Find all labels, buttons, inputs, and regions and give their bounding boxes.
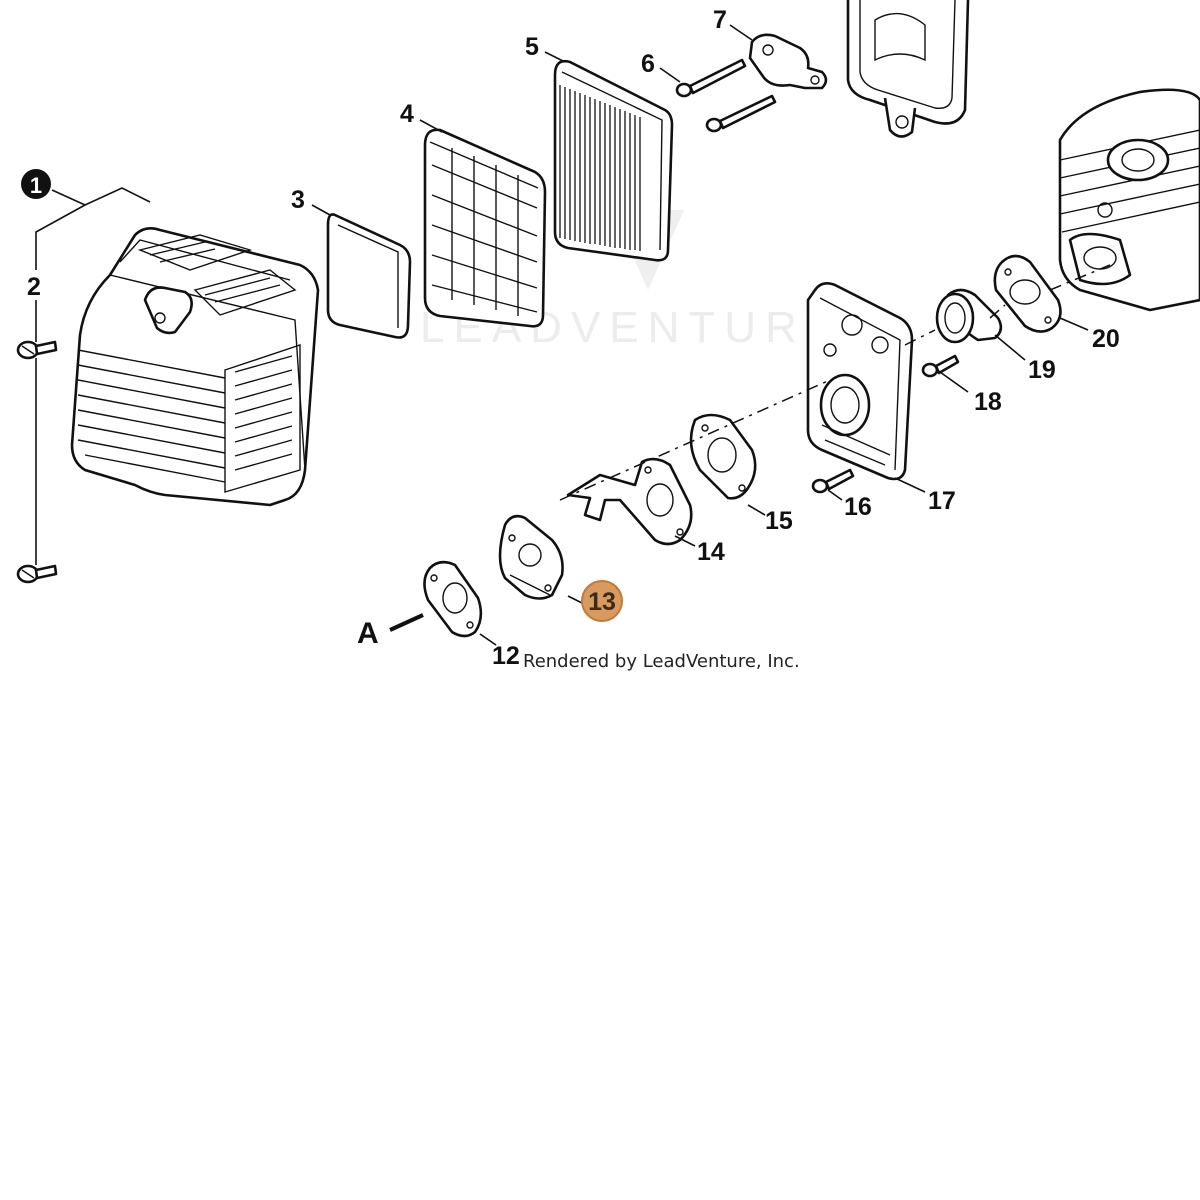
part-3-prefilter-pad[interactable] [326, 213, 412, 339]
callout-18[interactable]: 18 [974, 388, 1002, 416]
reference-letter-a: A [357, 617, 379, 650]
part-5-filter-element[interactable] [553, 60, 674, 262]
callout-7[interactable]: 7 [713, 6, 727, 34]
callout-17[interactable]: 17 [928, 487, 956, 515]
part-2-screw-bottom[interactable] [16, 564, 58, 584]
part-17-filter-base[interactable] [806, 282, 914, 481]
part-2-screw-top[interactable] [16, 340, 58, 360]
render-credit: Rendered by LeadVenture, Inc. [523, 651, 800, 672]
part-4-filter-frame[interactable] [423, 128, 547, 328]
part-6-screw-lower[interactable] [705, 94, 777, 133]
callout-1-label: 1 [30, 173, 42, 198]
part-13-spacer[interactable] [498, 514, 564, 600]
callout-20[interactable]: 20 [1092, 325, 1120, 353]
arrow-line-a [389, 613, 424, 632]
callout-1[interactable]: 1 [21, 169, 51, 199]
part-20-gasket[interactable] [993, 254, 1062, 333]
callout-13-label: 13 [588, 588, 616, 616]
part-19-intake-boot[interactable] [935, 288, 1003, 344]
callout-3[interactable]: 3 [291, 186, 305, 214]
callout-12[interactable]: 12 [492, 642, 520, 670]
callout-14[interactable]: 14 [697, 538, 725, 566]
callout-13-highlighted[interactable]: 13 [581, 580, 623, 622]
callout-4[interactable]: 4 [400, 100, 414, 128]
part-12-gasket[interactable] [423, 560, 483, 638]
part-18-screw[interactable] [921, 354, 960, 378]
callout-16[interactable]: 16 [844, 493, 872, 521]
part-15-gasket[interactable] [689, 413, 757, 500]
top-cover-partial[interactable] [846, 0, 970, 138]
part-7-clamp[interactable] [748, 33, 828, 90]
part-14-bracket-plate[interactable] [566, 457, 693, 546]
part-16-screw[interactable] [811, 468, 855, 494]
engine-cylinder[interactable] [1058, 88, 1200, 312]
callout-15[interactable]: 15 [765, 507, 793, 535]
callout-6[interactable]: 6 [641, 50, 655, 78]
callout-2[interactable]: 2 [27, 273, 41, 301]
part-6-screw-upper[interactable] [675, 58, 747, 98]
callout-5[interactable]: 5 [525, 33, 539, 61]
callout-19[interactable]: 19 [1028, 356, 1056, 384]
leader-lines [35, 24, 1089, 646]
part-1-air-filter-cover[interactable] [70, 227, 320, 507]
